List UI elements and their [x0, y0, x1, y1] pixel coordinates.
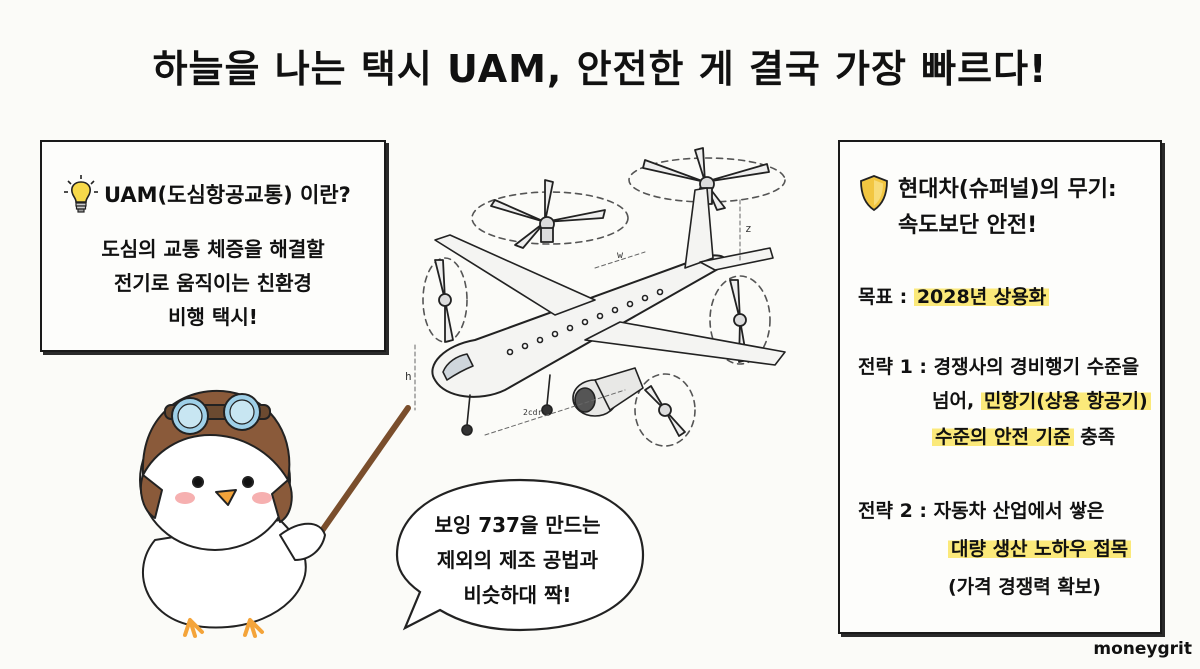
goal-row: 목표 : 2028년 상용화	[858, 282, 1050, 312]
strategy2-line3: (가격 경쟁력 확보)	[948, 576, 1101, 598]
strategy1-line3-suffix: 충족	[1080, 426, 1116, 448]
strategy2-line2: 대량 생산 노하우 접목	[948, 534, 1132, 564]
strategy1-label: 전략 1 : 경쟁사의 경비행기 수준을	[858, 356, 1140, 378]
strategy1-line2: 넘어, 민항기(상용 항공기)	[932, 386, 1151, 416]
goggles-icon	[164, 393, 271, 435]
watermark: moneygrit	[1093, 639, 1192, 659]
strategy-heading-line2: 속도보단 안전!	[898, 213, 1038, 238]
tail-fin	[684, 187, 714, 269]
lightbulb-icon	[64, 174, 98, 214]
strategy1-line3: 수준의 안전 기준 충족	[932, 422, 1115, 452]
strategy-heading-line1: 현대차(슈퍼널)의 무기:	[898, 177, 1117, 202]
strategy2-label: 전략 2 : 자동차 산업에서 쌓은	[858, 500, 1105, 522]
strategy2-highlight: 대량 생산 노하우 접목	[948, 538, 1132, 560]
speech-bubble	[395, 478, 645, 632]
fuselage	[431, 254, 727, 398]
goal-label: 목표 :	[858, 286, 908, 308]
propeller	[490, 179, 606, 249]
strategy-heading-row: 현대차(슈퍼널)의 무기: 속도보단 안전!	[858, 172, 1117, 244]
dimension-label-dim: 2cdr.	[523, 408, 547, 417]
shield-icon	[858, 174, 890, 212]
wing	[434, 234, 596, 316]
rotor-disc	[634, 373, 696, 447]
chick-mascot	[139, 389, 411, 638]
uam-description-line: 전기로 움직이는 친환경	[114, 271, 312, 295]
dimension-label-w: w	[617, 250, 624, 261]
aircraft-diagram: w z h 2cdr.	[405, 147, 786, 447]
speech-line: 비슷하대 짝!	[463, 583, 572, 607]
uam-description: 도심의 교통 체증을 해결할 전기로 움직이는 친환경 비행 택시!	[42, 232, 384, 334]
rotor-disc	[422, 257, 468, 343]
speech-line: 제외의 제조 공법과	[436, 548, 599, 572]
speech-line: 보잉 737을 만드는	[434, 513, 601, 537]
uam-description-line: 도심의 교통 체증을 해결할	[101, 237, 325, 261]
strategy1-line2-prefix: 넘어,	[932, 390, 975, 412]
goal-value: 2028년 상용화	[913, 286, 1050, 308]
propeller	[729, 279, 748, 363]
dimension-label-z: z	[745, 222, 752, 235]
windows	[506, 288, 664, 356]
speech-bubble-text: 보잉 737을 만드는 제외의 제조 공법과 비슷하대 짝!	[410, 508, 625, 613]
uam-description-line: 비행 택시!	[168, 305, 258, 329]
uam-heading-row: UAM(도심항공교통) 이란?	[64, 174, 351, 214]
dimension-label-h: h	[405, 370, 412, 383]
propeller	[434, 259, 454, 343]
rotor-disc	[709, 275, 771, 365]
uam-definition-card: UAM(도심항공교통) 이란? 도심의 교통 체증을 해결할 전기로 움직이는 …	[40, 140, 386, 352]
rotor-disc	[628, 157, 786, 203]
strategy1-highlight-b: 수준의 안전 기준	[932, 426, 1074, 448]
uam-heading: UAM(도심항공교통) 이란?	[104, 183, 351, 207]
page-title: 하늘을 나는 택시 UAM, 안전한 게 결국 가장 빠르다!	[152, 47, 1048, 91]
propeller	[644, 385, 686, 437]
wing	[584, 321, 786, 366]
stabilizer	[699, 247, 774, 271]
hyundai-strategy-card: 현대차(슈퍼널)의 무기: 속도보단 안전! 목표 : 2028년 상용화 전략…	[838, 140, 1162, 634]
rotor-disc	[471, 191, 629, 245]
beak	[215, 489, 237, 506]
strategy1-highlight-a: 민항기(상용 항공기)	[980, 390, 1151, 412]
